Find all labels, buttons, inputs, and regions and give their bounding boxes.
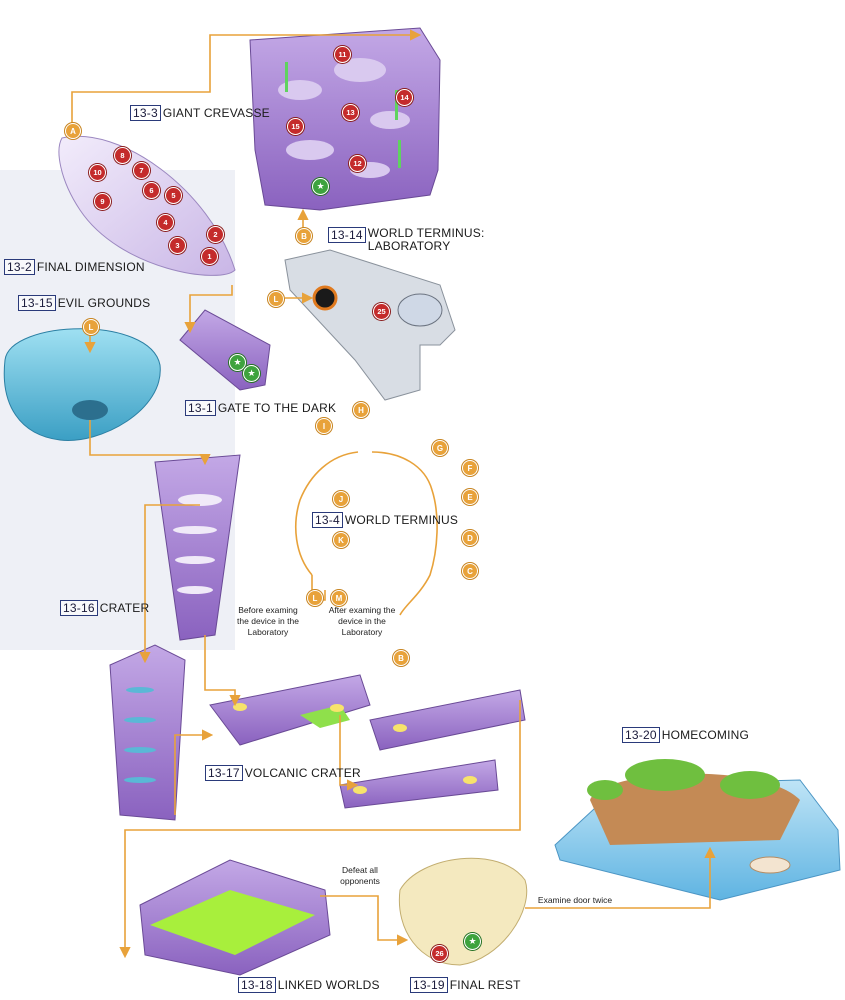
marker-8: 8 xyxy=(114,147,131,164)
marker-6: 6 xyxy=(143,182,160,199)
marker-11: 11 xyxy=(334,46,351,63)
area-code: 13-19 xyxy=(410,977,448,993)
caption-examine-door: Examine door twice xyxy=(537,895,613,905)
route-node-k: K xyxy=(333,532,349,548)
area-label-final-rest: 13-19 Final Rest xyxy=(410,977,521,993)
save-point-icon: ★ xyxy=(243,365,260,382)
caption-defeat-all: Defeat all opponents xyxy=(340,865,380,886)
area-code: 13-20 xyxy=(622,727,660,743)
route-node-f: F xyxy=(462,460,478,476)
route-node-b: B xyxy=(393,650,409,666)
marker-14: 14 xyxy=(396,89,413,106)
marker-3: 3 xyxy=(169,237,186,254)
area-code: 13-1 xyxy=(185,400,216,416)
route-node-j: J xyxy=(333,491,349,507)
area-name: Final Dimension xyxy=(36,260,145,274)
area-code: 13-4 xyxy=(312,512,343,528)
save-point-icon: ★ xyxy=(229,354,246,371)
area-label-homecoming: 13-20 Homecoming xyxy=(622,727,749,743)
route-node-h: H xyxy=(353,402,369,418)
marker-5: 5 xyxy=(165,187,182,204)
homecoming-map xyxy=(554,759,841,901)
route-node-d: D xyxy=(462,530,478,546)
marker-12: 12 xyxy=(349,155,366,172)
area-label-crater: 13-16 Crater xyxy=(60,600,149,616)
area-name: Crater xyxy=(99,601,150,615)
route-node-l: L xyxy=(307,590,323,606)
marker-25: 25 xyxy=(373,303,390,320)
save-point-icon: ★ xyxy=(464,933,481,950)
area-name: Giant Crevasse xyxy=(162,106,270,120)
evil-grounds-map xyxy=(3,328,161,441)
linked-worlds-map xyxy=(139,859,331,976)
area-label-world-terminus: 13-4 World Terminus xyxy=(312,512,458,528)
marker-13: 13 xyxy=(342,104,359,121)
marker-2: 2 xyxy=(207,226,224,243)
marker-10: 10 xyxy=(89,164,106,181)
route-node-g: G xyxy=(432,440,448,456)
laboratory-map xyxy=(284,249,456,401)
marker-1: 1 xyxy=(201,248,218,265)
route-lines xyxy=(71,29,716,959)
route-node-m: M xyxy=(331,590,347,606)
route-node-l-evil: L xyxy=(83,319,99,335)
area-name: Linked Worlds xyxy=(277,978,380,992)
marker-15: 15 xyxy=(287,118,304,135)
area-name: Final Rest xyxy=(449,978,521,992)
area-name: Gate to the Dark xyxy=(217,401,337,415)
volcanic-crater-map xyxy=(209,674,526,809)
caption-after-lab: After examing the device in the Laborato… xyxy=(328,605,396,637)
route-node-i: I xyxy=(316,418,332,434)
area-label-volcanic-crater: 13-17 Volcanic Crater xyxy=(205,765,361,781)
marker-26: 26 xyxy=(431,945,448,962)
area-label-laboratory: 13-14 World Terminus: Laboratory xyxy=(328,227,485,253)
area-name-line2: Laboratory xyxy=(367,239,451,253)
route-node-c: C xyxy=(462,563,478,579)
marker-9: 9 xyxy=(94,193,111,210)
marker-7: 7 xyxy=(133,162,150,179)
area-label-gate-to-the-dark: 13-1 Gate to the Dark xyxy=(185,400,336,416)
caption-before-lab: Before examing the device in the Laborat… xyxy=(237,605,299,637)
route-node-e: E xyxy=(462,489,478,505)
area-name: Evil Grounds xyxy=(57,296,151,310)
route-node-l-lab: L xyxy=(268,291,284,307)
route-node-b-crevasse: B xyxy=(296,228,312,244)
area-label-evil-grounds: 13-15 Evil Grounds xyxy=(18,295,150,311)
route-node-a: A xyxy=(65,123,81,139)
area-code: 13-16 xyxy=(60,600,98,616)
area-label-giant-crevasse: 13-3 Giant Crevasse xyxy=(130,105,270,121)
area-code: 13-18 xyxy=(238,977,276,993)
area-name: Volcanic Crater xyxy=(244,766,361,780)
area-code: 13-15 xyxy=(18,295,56,311)
save-point-icon: ★ xyxy=(312,178,329,195)
area-name: World Terminus xyxy=(344,513,459,527)
final-rest-map xyxy=(398,857,528,966)
area-label-linked-worlds: 13-18 Linked Worlds xyxy=(238,977,380,993)
area-name: World Terminus: xyxy=(367,226,485,240)
crater-map xyxy=(109,454,241,821)
area-code: 13-17 xyxy=(205,765,243,781)
area-code: 13-3 xyxy=(130,105,161,121)
area-code: 13-2 xyxy=(4,259,35,275)
area-label-final-dimension: 13-2 Final Dimension xyxy=(4,259,145,275)
area-name: Homecoming xyxy=(661,728,750,742)
area-code: 13-14 xyxy=(328,227,366,243)
marker-4: 4 xyxy=(157,214,174,231)
